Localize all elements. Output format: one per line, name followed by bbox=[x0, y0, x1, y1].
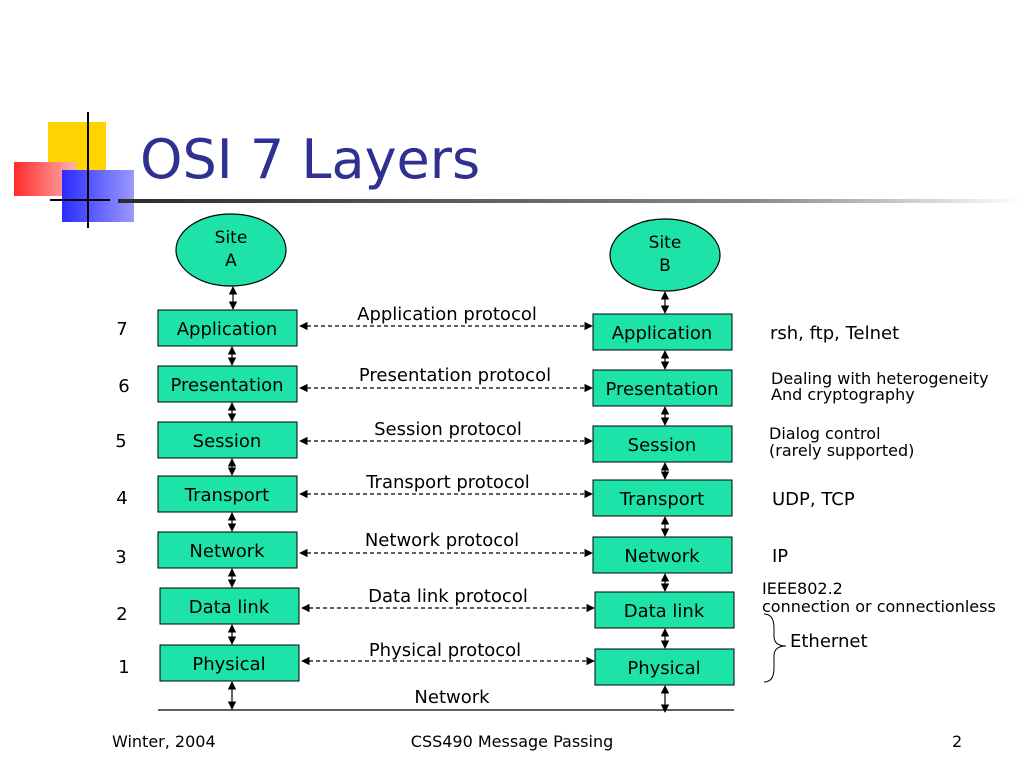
protocol-label-network: Network protocol bbox=[365, 530, 519, 551]
site-b-datalink-box bbox=[594, 591, 735, 629]
site-a-label-line2: A bbox=[225, 251, 237, 271]
protocol-labels: Application protocol Presentation protoc… bbox=[357, 304, 551, 661]
site-a-presentation-box bbox=[157, 365, 298, 403]
site-a-presentation-label: Presentation bbox=[170, 375, 283, 396]
site-a-transport-box bbox=[157, 475, 298, 513]
site-b-network-label: Network bbox=[624, 546, 700, 567]
network-label: Network bbox=[414, 687, 490, 708]
site-a-network-box bbox=[157, 531, 298, 569]
site-a-physical-box bbox=[159, 644, 300, 682]
footer-course: CSS490 Message Passing bbox=[410, 732, 614, 751]
layer-number-4: 4 bbox=[116, 488, 127, 509]
ethernet-brace bbox=[763, 613, 787, 683]
site-a-network-label: Network bbox=[189, 541, 265, 562]
footer-date: Winter, 2004 bbox=[112, 732, 216, 751]
site-b-presentation-label: Presentation bbox=[605, 379, 718, 400]
site-a-transport-label: Transport bbox=[184, 485, 269, 506]
note-ethernet: Ethernet bbox=[790, 631, 868, 652]
site-a-datalink-label: Data link bbox=[189, 597, 270, 618]
site-a-label-line1: Site bbox=[215, 228, 248, 248]
page-title: OSI 7 Layers bbox=[140, 128, 480, 191]
protocol-label-session: Session protocol bbox=[374, 419, 522, 440]
site-b-physical-box bbox=[594, 648, 735, 686]
site-b-transport-box bbox=[592, 479, 733, 517]
layer-number-6: 6 bbox=[118, 376, 129, 397]
note-application: rsh, ftp, Telnet bbox=[770, 323, 899, 344]
site-b-application-box bbox=[592, 313, 733, 351]
note-transport: UDP, TCP bbox=[772, 489, 855, 510]
logo-blue-square bbox=[62, 170, 134, 222]
site-a-physical-label: Physical bbox=[192, 654, 265, 675]
layer-number-2: 2 bbox=[116, 604, 127, 625]
site-b-label-line2: B bbox=[659, 256, 671, 276]
layer-number-5: 5 bbox=[115, 431, 126, 452]
footer-page-number: 2 bbox=[952, 732, 963, 751]
decorative-logo bbox=[14, 112, 134, 228]
note-session-line2: (rarely supported) bbox=[769, 441, 914, 460]
site-b-datalink-label: Data link bbox=[624, 601, 705, 622]
layer-number-7: 7 bbox=[116, 319, 127, 340]
note-datalink-line1: IEEE802.2 bbox=[762, 579, 843, 598]
layer-numbers: 7 6 5 4 3 2 1 bbox=[115, 319, 129, 678]
layer-number-1: 1 bbox=[118, 657, 129, 678]
note-session-line1: Dialog control bbox=[769, 424, 881, 443]
site-b-node: Site B bbox=[609, 218, 721, 292]
protocol-label-presentation: Presentation protocol bbox=[359, 365, 551, 386]
site-a-datalink-box bbox=[159, 587, 300, 625]
site-a-application-label: Application bbox=[177, 319, 278, 340]
site-a-session-label: Session bbox=[193, 431, 262, 452]
site-b-stack: Application Presentation Session Transpo… bbox=[592, 313, 735, 686]
layer-number-3: 3 bbox=[115, 547, 126, 568]
site-b-session-label: Session bbox=[628, 435, 697, 456]
protocol-label-datalink: Data link protocol bbox=[368, 586, 528, 607]
protocol-label-application: Application protocol bbox=[357, 304, 537, 325]
note-datalink-line2: connection or connectionless bbox=[762, 597, 996, 616]
site-a-stack: Application Presentation Session Transpo… bbox=[157, 309, 300, 682]
title-rule bbox=[118, 199, 1024, 203]
protocol-label-physical: Physical protocol bbox=[369, 640, 521, 661]
site-b-transport-label: Transport bbox=[619, 489, 704, 510]
site-b-network-box bbox=[592, 536, 733, 574]
site-a-application-box bbox=[157, 309, 298, 347]
site-a-session-box bbox=[157, 421, 298, 459]
site-b-physical-label: Physical bbox=[627, 658, 700, 679]
site-b-label-line1: Site bbox=[649, 233, 682, 253]
site-a-node: Site A bbox=[175, 213, 287, 287]
protocol-label-transport: Transport protocol bbox=[365, 472, 530, 493]
layer-notes: rsh, ftp, Telnet Dealing with heterogene… bbox=[762, 323, 996, 683]
note-network: IP bbox=[772, 546, 788, 567]
note-presentation-line2: And cryptography bbox=[771, 385, 915, 404]
note-presentation-line1: Dealing with heterogeneity bbox=[771, 369, 989, 388]
site-b-application-label: Application bbox=[612, 323, 713, 344]
site-a-vertical-arrows bbox=[227, 286, 238, 710]
site-b-presentation-box bbox=[592, 369, 733, 407]
site-b-session-box bbox=[592, 425, 733, 463]
